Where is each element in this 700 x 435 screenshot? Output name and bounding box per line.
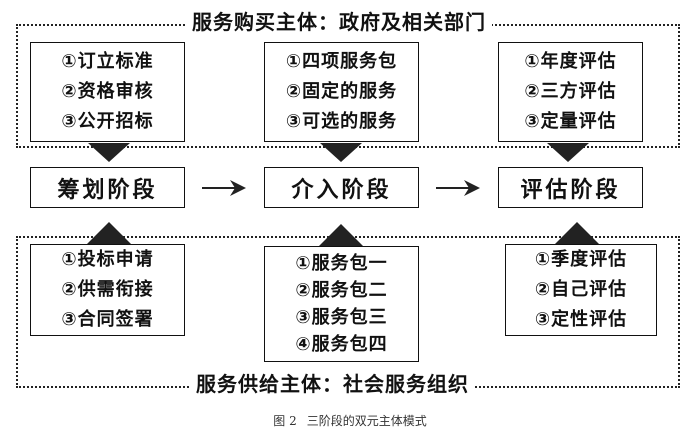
- intervention-provider-tasks: ①服务包一 ②服务包二 ③服务包三 ④服务包四: [264, 246, 419, 362]
- purchaser-frame-title: 服务购买主体：政府及相关部门: [186, 10, 492, 34]
- figure-label: 图 2: [273, 414, 297, 428]
- list-item: ②固定的服务: [285, 81, 398, 102]
- list-item: ③服务包三: [295, 307, 388, 328]
- list-item: ③可选的服务: [285, 111, 398, 132]
- figure-caption-text: 三阶段的双元主体模式: [306, 414, 427, 428]
- list-item: ④服务包四: [295, 334, 388, 355]
- list-item: ③公开招标: [61, 111, 154, 132]
- intervention-purchaser-tasks: ①四项服务包 ②固定的服务 ③可选的服务: [264, 42, 419, 142]
- planning-provider-tasks: ①投标申请 ②供需衔接 ③合同签署: [30, 244, 185, 336]
- arrow-intervention-to-evaluation: [436, 180, 480, 196]
- evaluation-stage-box: 评估阶段: [498, 167, 643, 208]
- figure-caption: 图 2 三阶段的双元主体模式: [0, 412, 700, 429]
- evaluation-purchaser-tasks: ①年度评估 ②三方评估 ③定量评估: [498, 42, 643, 142]
- list-item: ②供需衔接: [61, 279, 154, 300]
- list-item: ③合同签署: [61, 309, 154, 330]
- provider-frame-title: 服务供给主体：社会服务组织: [190, 372, 475, 396]
- arrow-planning-to-intervention: [202, 180, 246, 196]
- list-item: ②三方评估: [524, 81, 617, 102]
- list-item: ③定量评估: [524, 111, 617, 132]
- list-item: ①服务包一: [295, 253, 388, 274]
- list-item: ③定性评估: [534, 309, 628, 330]
- list-item: ②服务包二: [295, 280, 388, 301]
- planning-purchaser-tasks: ①订立标准 ②资格审核 ③公开招标: [30, 42, 185, 142]
- list-item: ①投标申请: [61, 249, 154, 270]
- list-item: ②自己评估: [534, 279, 628, 300]
- list-item: ①订立标准: [61, 51, 154, 72]
- intervention-stage-box: 介入阶段: [264, 167, 419, 208]
- list-item: ①年度评估: [524, 51, 617, 72]
- planning-stage-box: 筹划阶段: [30, 167, 185, 208]
- evaluation-provider-tasks: ①季度评估 ②自己评估 ③定性评估: [505, 244, 657, 336]
- list-item: ①季度评估: [534, 249, 628, 270]
- list-item: ①四项服务包: [285, 51, 398, 72]
- list-item: ②资格审核: [61, 81, 154, 102]
